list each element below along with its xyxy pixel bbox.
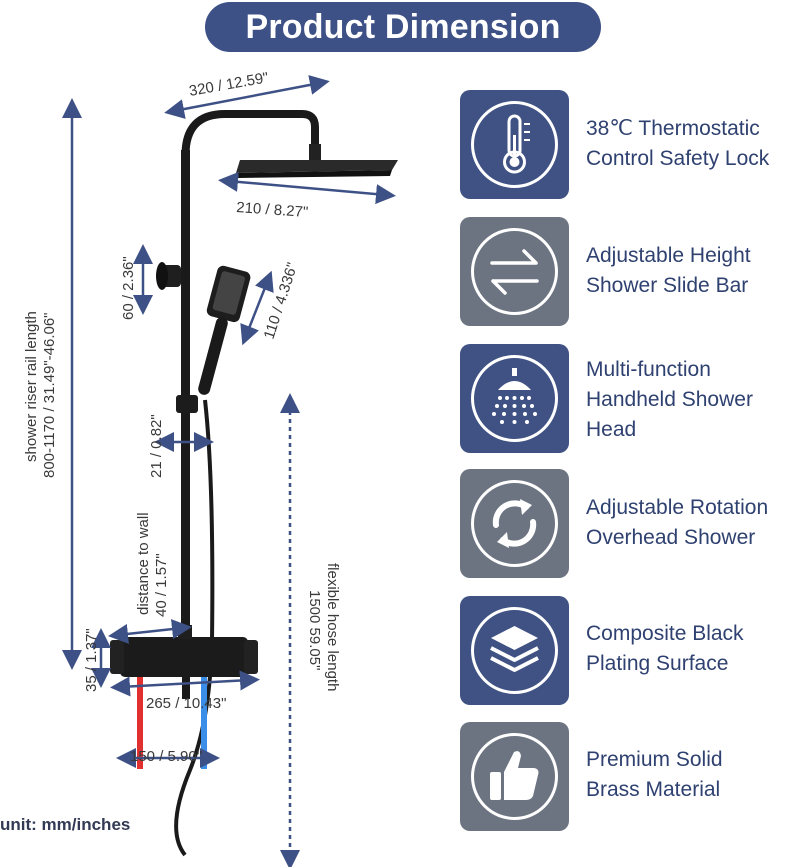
dim-hose-label: flexible hose length — [324, 563, 341, 691]
feature-thermostatic-tile — [460, 90, 569, 199]
layers-icon — [471, 607, 558, 694]
feature-handheld-tile — [460, 344, 569, 453]
feature-rotation-text: Adjustable Rotation Overhead Shower — [586, 496, 769, 549]
rotation-icon — [471, 480, 558, 567]
feature-thermostatic-text: 38℃ Thermostatic Control Safety Lock — [586, 117, 770, 170]
feature-plating-tile — [460, 596, 569, 705]
shower-head-icon — [471, 355, 558, 442]
dim-handheld: 110 / 4.336" — [261, 261, 302, 342]
dim-bracket-spacing: 60 / 2.36" — [120, 256, 137, 320]
dim-head: 210 / 8.27" — [236, 199, 309, 221]
dim-inlet-spacing: 150 / 5.90" — [130, 748, 202, 765]
dimension-lines — [62, 75, 396, 867]
dim-valve-height: 35 / 1.37" — [83, 628, 100, 692]
dim-valve-width: 265 / 10.43" — [146, 695, 226, 712]
feature-brass-tile — [460, 722, 569, 831]
dim-distance-value: 40 / 1.57" — [153, 553, 170, 617]
dim-distance-label: distance to wall — [135, 512, 152, 615]
feature-plating-text: Composite Black Plating Surface — [586, 622, 744, 675]
dim-rail-label: shower riser rail length — [23, 311, 40, 462]
feature-slide-bar-tile — [460, 217, 569, 326]
feature-rotation-tile — [460, 469, 569, 578]
page-title: Product Dimension — [205, 2, 601, 52]
dim-rail-value: 800-1170 / 31.49"-46.06" — [41, 313, 58, 479]
shower-rail-drawing — [110, 110, 398, 857]
thermometer-icon — [471, 101, 558, 188]
feature-brass-text: Premium Solid Brass Material — [586, 748, 723, 801]
unit-label: unit: mm/inches — [0, 815, 131, 834]
dim-hose-value: 1500 59.05" — [306, 590, 323, 670]
feature-slide-bar-text: Adjustable Height Shower Slide Bar — [586, 244, 751, 297]
shower-dimension-diagram: 320 / 12.59" 210 / 8.27" 60 / 2.36" 110 … — [23, 69, 398, 867]
feature-handheld-text: Multi-function Handheld Shower Head — [586, 358, 753, 441]
thumbs-up-icon — [471, 733, 558, 820]
dim-slider: 21 / 0.82" — [148, 414, 165, 478]
swap-arrows-icon — [471, 228, 558, 315]
